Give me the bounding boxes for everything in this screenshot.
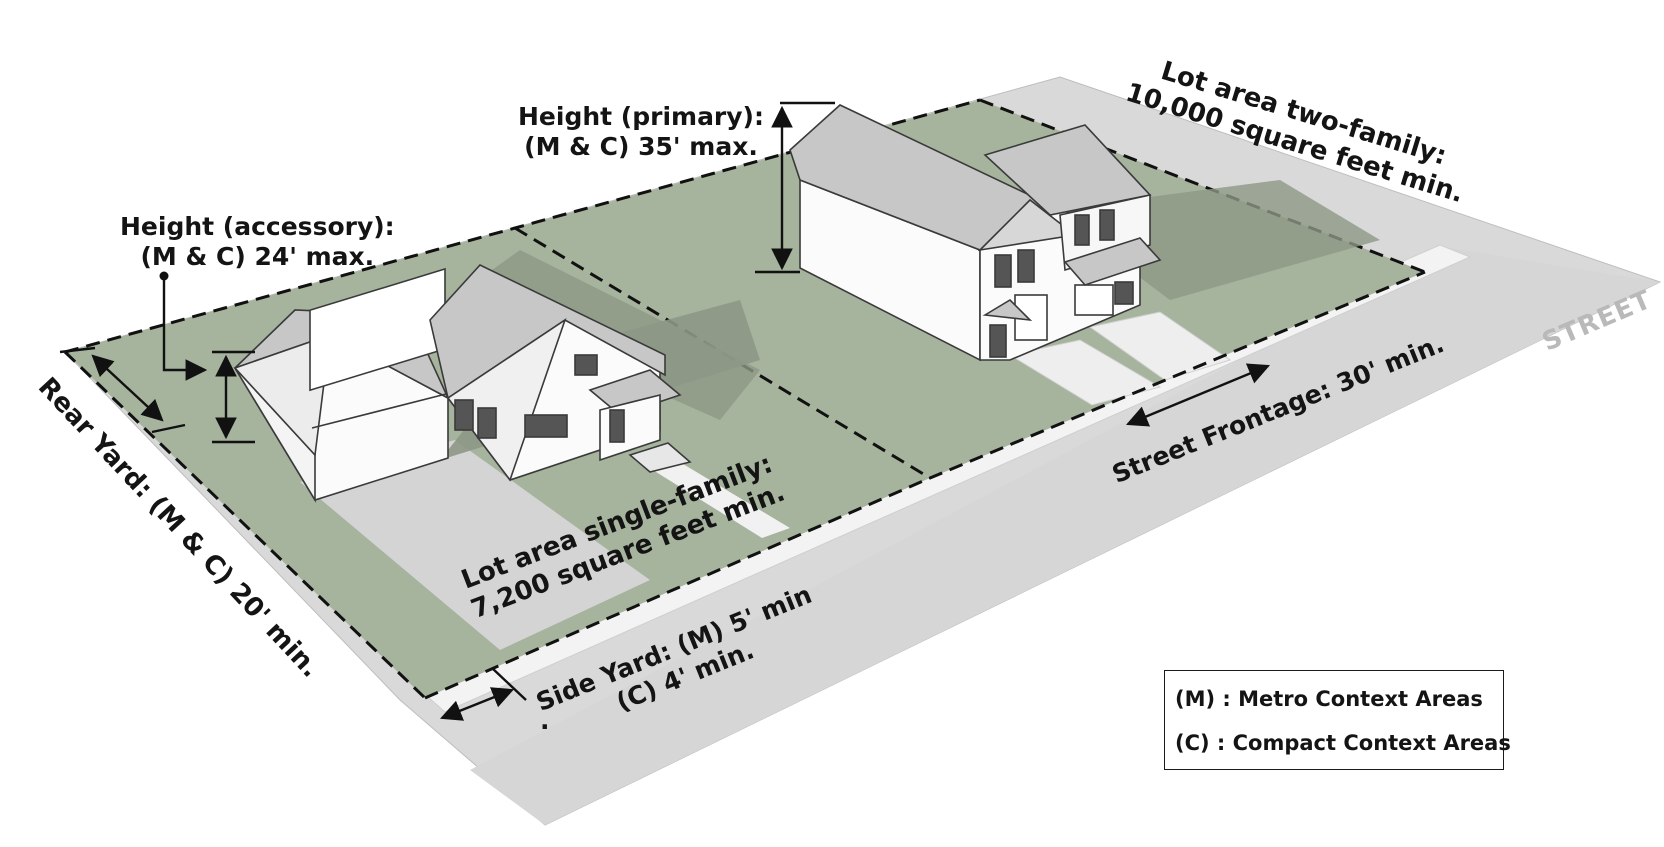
dimension-lines [59, 101, 1270, 721]
stray-dot: . [540, 706, 550, 735]
legend-compact: (C) : Compact Context Areas [1175, 731, 1511, 755]
walkway-single [640, 455, 790, 538]
street-surface [470, 248, 1660, 825]
leader-dot-icon [159, 271, 169, 281]
legend-metro: (M) : Metro Context Areas [1175, 687, 1483, 711]
height-accessory-label: Height (accessory): (M & C) 24' max. [120, 212, 395, 271]
legend-box: (M) : Metro Context Areas (C) : Compact … [1164, 670, 1511, 770]
two-family-house [789, 104, 1380, 362]
dimension-arrow-icon [439, 687, 515, 721]
height-primary-label: Height (primary): (M & C) 35' max. [518, 102, 764, 161]
dimension-arrow-icon [91, 354, 164, 422]
driveway-two-b [1088, 311, 1232, 381]
driveway-single [300, 440, 650, 650]
single-family-house [429, 250, 760, 482]
dimension-arrow-icon [1126, 363, 1270, 427]
